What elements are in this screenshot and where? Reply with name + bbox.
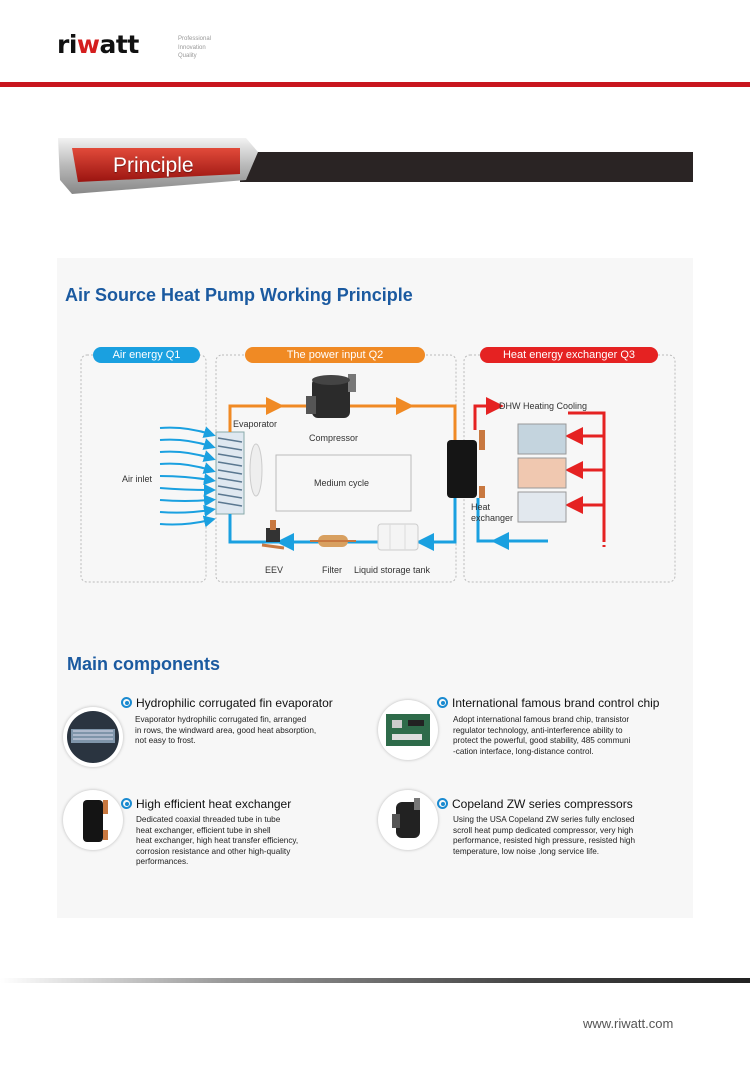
heating-image (517, 457, 567, 489)
hot-water-outlet (473, 397, 504, 430)
tagline-line: Quality (178, 53, 197, 59)
banner-title: Principle (113, 154, 194, 177)
component-line: -cation interface, long-distance control… (453, 746, 594, 756)
return-water-inlet (476, 498, 495, 543)
heat-exchanger-label: Heat exchanger (471, 502, 513, 524)
content-panel (57, 258, 693, 918)
component-title: Hydrophilic corrugated fin evaporator (136, 696, 333, 710)
component-line: not easy to frost. (135, 736, 196, 745)
component-title: Copeland ZW series compressors (452, 797, 633, 811)
bathroom-image (517, 423, 567, 455)
heat-exchanger-tank-icon (83, 800, 108, 842)
component-line: in rows, the windward area, good heat ab… (135, 725, 317, 735)
air-inlet-label: Air inlet (122, 474, 153, 484)
air-energy-pill: Air energy Q1 (93, 347, 200, 363)
tagline-line: Innovation (178, 44, 206, 51)
component-description: Adopt international famous brand chip, t… (453, 715, 630, 757)
tagline-line: Professional (178, 36, 212, 42)
heat-exchanger-thumbnail (63, 790, 123, 850)
control-chip-thumbnail (378, 700, 438, 760)
heat-exchanger-pill: Heat energy exchanger Q3 (480, 347, 658, 363)
bullet-icon (437, 798, 448, 809)
banner-tab (58, 138, 258, 194)
filter-label: Filter (322, 565, 342, 575)
hot-water-bus (568, 411, 606, 540)
zone-heat (463, 354, 676, 583)
component-line: Adopt international famous brand chip, t… (453, 715, 630, 724)
liquid-tank-label: Liquid storage tank (354, 565, 431, 575)
component-description: Dedicated coaxial threaded tube in tube … (136, 815, 298, 868)
zone-air (80, 354, 207, 583)
medium-cycle-label: Medium cycle (314, 478, 370, 488)
medium-cycle-box (275, 454, 412, 512)
component-line: corrosion resistance and other high-qual… (136, 846, 291, 856)
compressor-icon (306, 374, 356, 418)
component-item: International famous brand control chip (437, 696, 659, 710)
component-description: Using the USA Copeland ZW series fully e… (453, 815, 635, 857)
component-line: scroll heat pump dedicated compressor, v… (453, 825, 634, 835)
liquid-tank-icon (377, 523, 419, 551)
eev-icon (261, 520, 285, 550)
copeland-compressor-icon (392, 798, 420, 838)
component-line: heat exchanger, efficient tube in shell (136, 825, 271, 835)
air-inlet-arrows (159, 426, 216, 528)
section-title: Air Source Heat Pump Working Principle (65, 285, 413, 305)
bullet-icon (121, 697, 132, 708)
component-item: Hydrophilic corrugated fin evaporator (121, 696, 333, 710)
component-line: regulator technology, anti-interference … (453, 725, 623, 735)
evaporator-label: Evaporator (233, 419, 278, 429)
cooling-image (517, 491, 567, 523)
component-title: International famous brand control chip (452, 696, 660, 710)
component-item: High efficient heat exchanger (121, 797, 291, 811)
bullet-icon (121, 798, 132, 809)
component-item: Copeland ZW series compressors (437, 797, 633, 811)
heat-pump-diagram (80, 354, 676, 583)
component-line: protect the powerful, good stability, 48… (453, 736, 631, 745)
brand-logo: riwatt (57, 30, 139, 59)
component-line: Evaporator hydrophilic corrugated fin, a… (135, 715, 307, 724)
banner-bar (240, 152, 693, 182)
tagline: Professional Innovation Quality (178, 35, 211, 61)
filter-icon (310, 535, 356, 547)
website-link[interactable]: www.riwatt.com (583, 1016, 674, 1031)
compressor-label: Compressor (309, 433, 359, 443)
heat-exchanger-label-line: exchanger (471, 513, 514, 523)
footer-divider (0, 978, 750, 983)
logo-accent: w (76, 30, 100, 59)
component-line: Dedicated coaxial threaded tube in tube (136, 815, 281, 824)
evaporator-thumbnail (63, 707, 123, 767)
header-divider (0, 82, 750, 87)
compressor-thumbnail (378, 790, 438, 850)
power-input-pill: The power input Q2 (245, 347, 425, 363)
circuit-board-icon (386, 714, 430, 746)
logo-text: riwatt (57, 30, 139, 59)
component-line: performance, resisted high pressure, res… (453, 836, 636, 845)
bullet-icon (437, 697, 448, 708)
component-line: performances. (136, 857, 189, 866)
component-title: High efficient heat exchanger (136, 797, 292, 811)
component-line: Using the USA Copeland ZW series fully e… (453, 815, 635, 824)
component-line: temperature, low noise ,long service lif… (453, 846, 600, 856)
evaporator-fin-icon (67, 711, 119, 763)
component-description: Evaporator hydrophilic corrugated fin, a… (135, 715, 316, 747)
evaporator-icon (215, 431, 263, 515)
eev-label: EEV (265, 565, 284, 575)
heat-exchanger-icon (447, 430, 485, 498)
section-title: Main components (67, 654, 221, 674)
heat-exchanger-label-line: Heat (471, 502, 491, 512)
component-line: heat exchanger, high heat transfer effic… (136, 836, 299, 845)
dhw-label: DHW Heating Cooling (499, 401, 588, 411)
